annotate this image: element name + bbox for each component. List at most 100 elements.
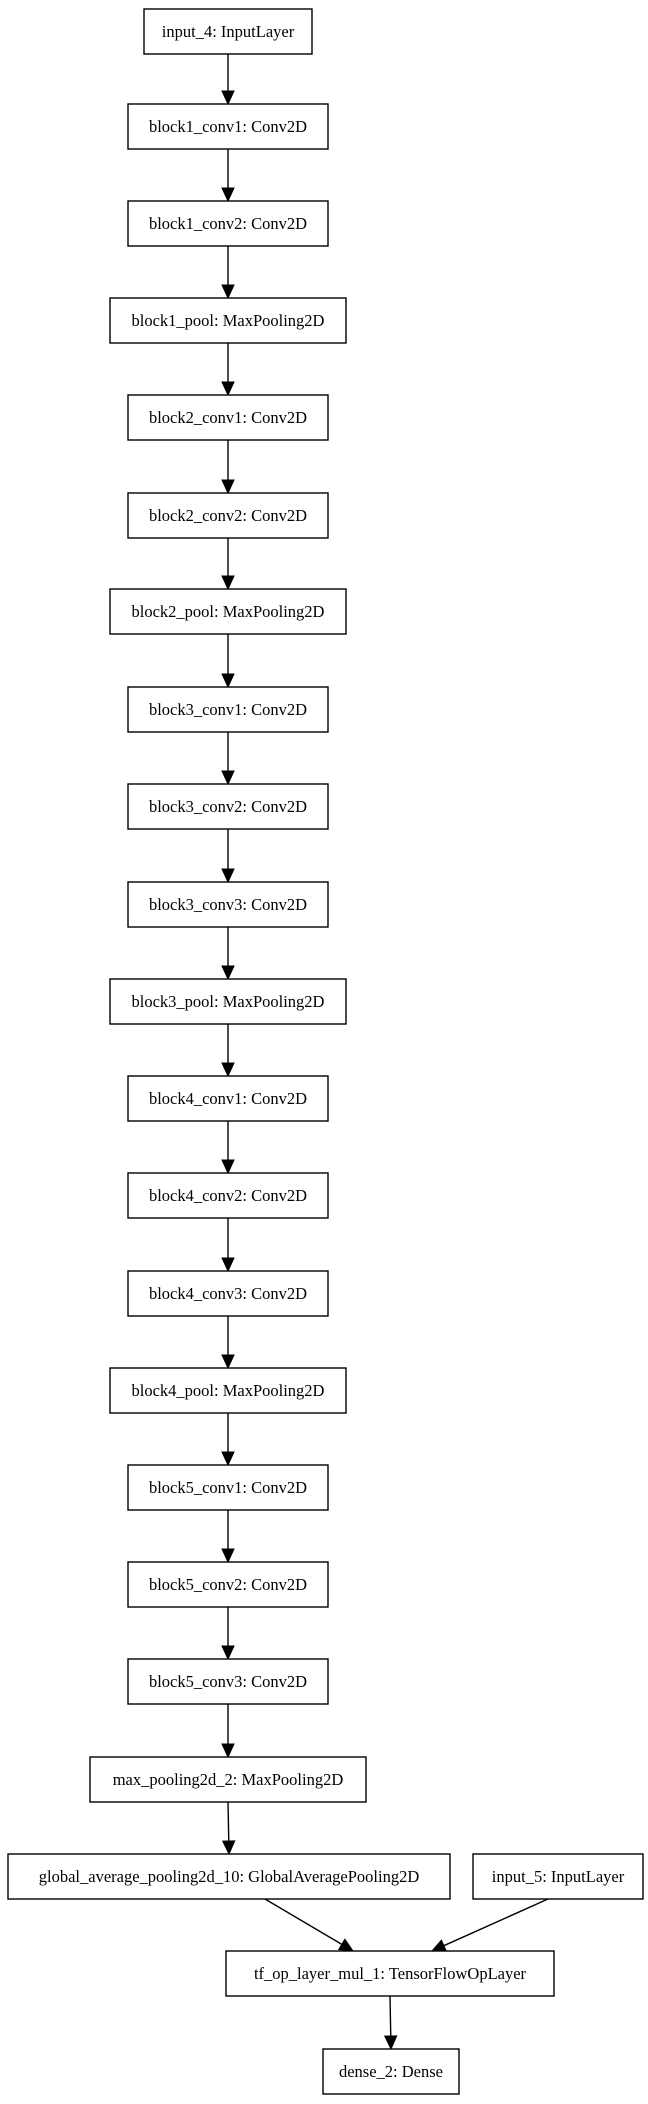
layer-node-label: block1_conv2: Conv2D <box>149 214 307 233</box>
edge-arrow <box>221 634 235 689</box>
layer-node-box <box>127 686 329 733</box>
edge-arrow <box>221 829 235 884</box>
edge-line <box>227 1801 230 1842</box>
layer-node: block3_conv1: Conv2D <box>127 686 329 733</box>
arrowhead-icon <box>221 187 235 203</box>
arrowhead-icon <box>430 1939 448 1952</box>
layer-node-box <box>109 588 347 635</box>
layer-node-box <box>225 1950 555 1997</box>
layer-node-label: block4_pool: MaxPooling2D <box>132 1381 325 1400</box>
layer-node-box <box>127 783 329 830</box>
layer-node-label: block4_conv1: Conv2D <box>149 1089 307 1108</box>
edge-arrow <box>221 1121 235 1175</box>
arrowhead-icon <box>221 1159 235 1175</box>
arrowhead-icon <box>221 868 235 884</box>
layer-node-label: block5_conv3: Conv2D <box>149 1672 307 1691</box>
edge-arrow <box>383 1995 398 2051</box>
arrowhead-icon <box>221 1062 235 1078</box>
arrowhead-icon <box>221 381 235 397</box>
layer-node-label: block2_conv2: Conv2D <box>149 506 307 525</box>
layer-node-box <box>109 978 347 1025</box>
edge-arrow <box>221 1316 235 1370</box>
layer-node-box <box>127 200 329 247</box>
edge-arrow <box>221 927 235 981</box>
arrowhead-icon <box>221 965 235 981</box>
arrowhead-icon <box>221 575 235 591</box>
arrowhead-icon <box>221 1354 235 1370</box>
layer-node: dense_2: Dense <box>322 2048 460 2095</box>
arrowhead-icon <box>221 284 235 300</box>
edge-arrow <box>264 1898 355 1952</box>
edge-arrow <box>221 246 235 300</box>
layer-node-box <box>127 881 329 928</box>
edge-arrow <box>221 1413 235 1467</box>
arrowhead-icon <box>221 1743 235 1759</box>
layer-node: block4_conv1: Conv2D <box>127 1075 329 1122</box>
layer-node-box <box>127 1270 329 1317</box>
layer-node-box <box>127 1658 329 1705</box>
layer-node: tf_op_layer_mul_1: TensorFlowOpLayer <box>225 1950 555 1997</box>
layer-node: block1_conv1: Conv2D <box>127 103 329 150</box>
layer-node-box <box>143 8 313 55</box>
layer-node: block2_conv1: Conv2D <box>127 394 329 441</box>
arrowhead-icon <box>221 673 235 689</box>
layer-node-box <box>127 394 329 441</box>
layer-node-box <box>472 1853 644 1900</box>
layer-node-box <box>322 2048 460 2095</box>
edge-arrow <box>221 1024 235 1078</box>
edge-arrow <box>221 149 235 203</box>
arrowhead-icon <box>221 1257 235 1273</box>
layer-node-box <box>109 297 347 344</box>
layer-node: block5_conv1: Conv2D <box>127 1464 329 1511</box>
layer-node: block2_pool: MaxPooling2D <box>109 588 347 635</box>
nodes-layer: input_4: InputLayer block1_conv1: Conv2D b… <box>7 8 644 2095</box>
edge-arrow <box>221 1218 235 1273</box>
edge-arrow <box>221 1510 235 1564</box>
layer-node: block5_conv3: Conv2D <box>127 1658 329 1705</box>
edge-arrow <box>221 538 235 591</box>
layer-node-label: block1_conv1: Conv2D <box>149 117 307 136</box>
layer-node-label: block3_conv2: Conv2D <box>149 797 307 816</box>
layer-node-label: global_average_pooling2d_10: GlobalAvera… <box>39 1867 420 1886</box>
layer-node: block3_pool: MaxPooling2D <box>109 978 347 1025</box>
layer-node-label: block5_conv2: Conv2D <box>149 1575 307 1594</box>
layer-node: block1_conv2: Conv2D <box>127 200 329 247</box>
layer-node-box <box>127 492 329 539</box>
edge-line <box>443 1898 549 1947</box>
edge-arrow <box>221 343 235 397</box>
edge-line <box>264 1898 343 1945</box>
arrowhead-icon <box>221 1451 235 1467</box>
layer-node-label: block4_conv2: Conv2D <box>149 1186 307 1205</box>
layer-node-label: input_4: InputLayer <box>162 22 295 41</box>
arrowhead-icon <box>221 1645 235 1661</box>
edge-arrow <box>221 1801 236 1856</box>
layer-node: max_pooling2d_2: MaxPooling2D <box>89 1756 367 1803</box>
layer-node: block4_conv2: Conv2D <box>127 1172 329 1219</box>
layer-node-label: block2_pool: MaxPooling2D <box>132 602 325 621</box>
layer-node-label: block5_conv1: Conv2D <box>149 1478 307 1497</box>
edge-arrow <box>221 1607 235 1661</box>
edge-arrow <box>221 440 235 495</box>
layer-node-box <box>7 1853 451 1900</box>
layer-node: block4_pool: MaxPooling2D <box>109 1367 347 1414</box>
layer-node-box <box>89 1756 367 1803</box>
edge-arrow <box>430 1898 549 1952</box>
layer-node-label: input_5: InputLayer <box>492 1867 625 1886</box>
arrowhead-icon <box>221 479 235 495</box>
layer-node-box <box>127 103 329 150</box>
layer-node-label: max_pooling2d_2: MaxPooling2D <box>113 1770 344 1789</box>
layer-node: input_4: InputLayer <box>143 8 313 55</box>
arrowhead-icon <box>221 1548 235 1564</box>
arrowhead-icon <box>221 90 235 106</box>
edge-line <box>389 1995 392 2037</box>
arrowhead-icon <box>221 1840 236 1856</box>
layer-node-label: block2_conv1: Conv2D <box>149 408 307 427</box>
layer-node: block3_conv3: Conv2D <box>127 881 329 928</box>
layer-node: global_average_pooling2d_10: GlobalAvera… <box>7 1853 451 1900</box>
edges-layer <box>221 54 549 2051</box>
layer-node-box <box>109 1367 347 1414</box>
arrowhead-icon <box>383 2035 398 2051</box>
edge-arrow <box>221 1704 235 1759</box>
layer-node: block4_conv3: Conv2D <box>127 1270 329 1317</box>
